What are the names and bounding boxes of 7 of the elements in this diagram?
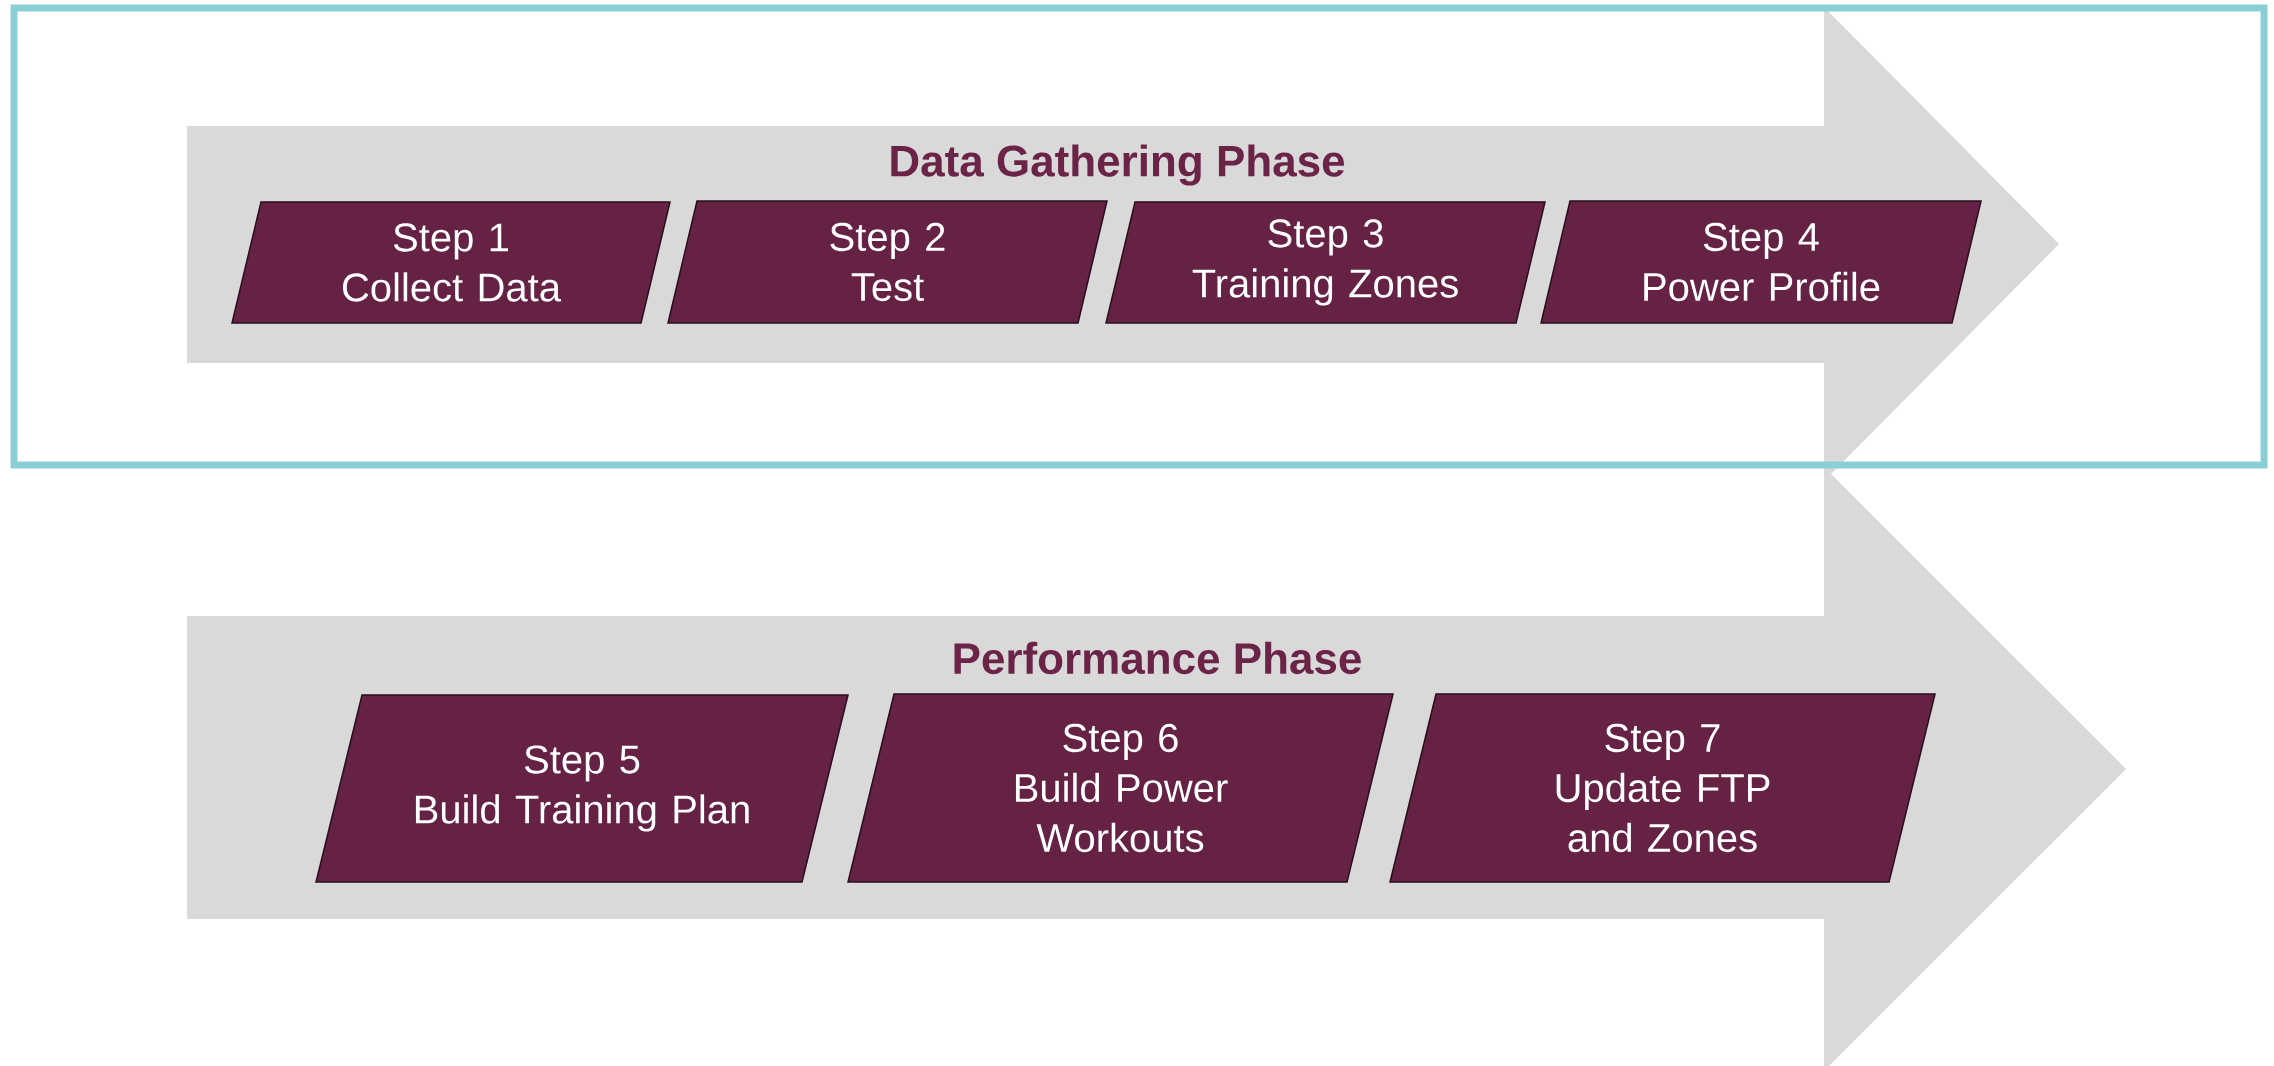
step-box: Step 6 Build Power Workouts — [847, 693, 1394, 883]
step-box: Step 5 Build Training Plan — [315, 694, 849, 883]
step-box: Step 3 Training Zones — [1105, 201, 1546, 324]
step-box: Step 2 Test — [667, 200, 1108, 324]
step-box: Step 4 Power Profile — [1540, 200, 1982, 324]
step-box: Step 1 Collect Data — [231, 201, 671, 324]
step-box: Step 7 Update FTP and Zones — [1389, 693, 1936, 883]
